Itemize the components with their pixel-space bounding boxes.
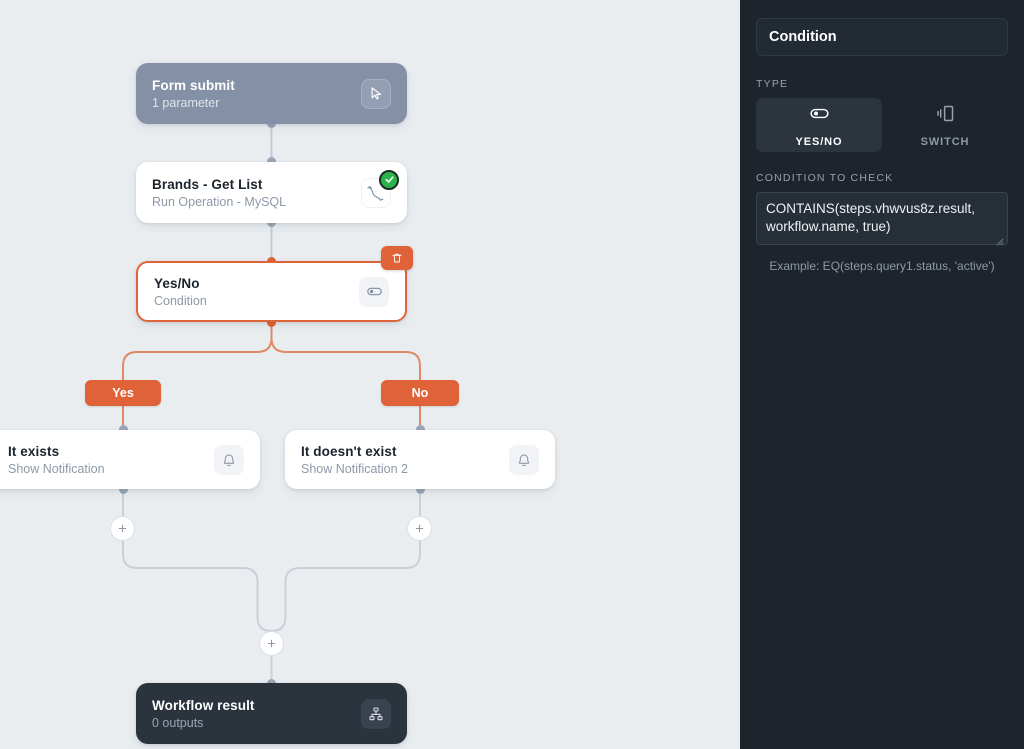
node-it-doesnt-exist-subtitle: Show Notification 2 [301,461,409,476]
node-brands-subtitle: Run Operation - MySQL [152,194,287,209]
condition-to-check-label: CONDITION TO CHECK [756,172,894,184]
type-label: TYPE [756,78,789,90]
node-brands-text: Brands - Get List Run Operation - MySQL [152,177,361,209]
delete-node-button[interactable] [381,246,413,270]
node-form-submit-title: Form submit [152,77,235,93]
node-it-exists-text: It exists Show Notification [0,444,214,476]
node-workflow-result-subtitle: 0 outputs [152,715,204,730]
node-form-submit[interactable]: Form submit 1 parameter [136,63,407,124]
type-selector: YES/NO SWITCH [756,98,1008,152]
node-workflow-result-title: Workflow result [152,697,255,713]
bell-icon [214,444,244,475]
node-it-exists-subtitle: Show Notification [8,461,105,476]
mysql-dolphin-icon [361,169,399,208]
node-yesno-text: Yes/No Condition [154,276,359,308]
toggle-icon [809,103,830,129]
check-circle-icon [379,169,399,190]
workflow-canvas[interactable]: Form submit 1 parameter Brands - Get Lis… [0,0,740,749]
node-brands-get-list[interactable]: Brands - Get List Run Operation - MySQL [136,162,407,223]
toggle-icon [359,276,389,307]
type-option-yesno[interactable]: YES/NO [756,98,882,152]
node-brands-title: Brands - Get List [152,176,263,192]
node-yesno-subtitle: Condition [154,293,207,308]
sitemap-icon [361,698,391,729]
switch-icon [935,103,956,129]
condition-input-wrapper [756,184,1008,250]
condition-example-text: Example: EQ(steps.query1.status, 'active… [769,259,995,273]
connector-dot-notexists-in [416,425,425,434]
branch-pill-yes-label: Yes [112,386,134,400]
node-workflow-result[interactable]: Workflow result 0 outputs [136,683,407,744]
step-title-input[interactable]: Condition [756,18,1008,56]
branch-pill-no-label: No [411,386,429,400]
type-option-yesno-label: YES/NO [795,135,843,148]
node-it-doesnt-exist[interactable]: It doesn't exist Show Notification 2 [285,430,555,489]
node-form-submit-subtitle: 1 parameter [152,95,220,110]
workflow-edges [122,124,421,683]
node-it-exists[interactable]: It exists Show Notification [0,430,260,489]
condition-to-check-input[interactable] [756,192,1008,245]
properties-panel: Condition TYPE YES/NO SWITCH COND [740,0,1024,749]
node-it-doesnt-exist-text: It doesn't exist Show Notification 2 [301,444,509,476]
add-step-button-right[interactable] [407,516,432,541]
panel-topbar [756,0,1008,10]
branch-pill-no[interactable]: No [381,380,459,406]
node-workflow-result-text: Workflow result 0 outputs [152,698,361,730]
type-option-switch[interactable]: SWITCH [882,98,1008,152]
add-step-button-merge[interactable] [259,631,284,656]
connector-dot-itexists-out [119,485,128,494]
type-option-switch-label: SWITCH [920,135,970,148]
step-title-value: Condition [769,29,837,45]
add-step-button-left[interactable] [110,516,135,541]
node-yes-no-condition[interactable]: Yes/No Condition [136,261,407,322]
connector-dot-itexists-in [119,425,128,434]
connector-dot-notexists-out [416,485,425,494]
node-it-doesnt-exist-title: It doesn't exist [301,443,397,459]
connector-dot-yesno-out [267,318,276,327]
connector-dot-brands-in [267,157,276,166]
node-it-exists-title: It exists [8,443,60,459]
node-form-submit-text: Form submit 1 parameter [152,78,361,110]
cursor-pointer-icon [361,78,391,109]
node-yesno-title: Yes/No [154,275,200,291]
branch-pill-yes[interactable]: Yes [85,380,161,406]
bell-icon [509,444,539,475]
